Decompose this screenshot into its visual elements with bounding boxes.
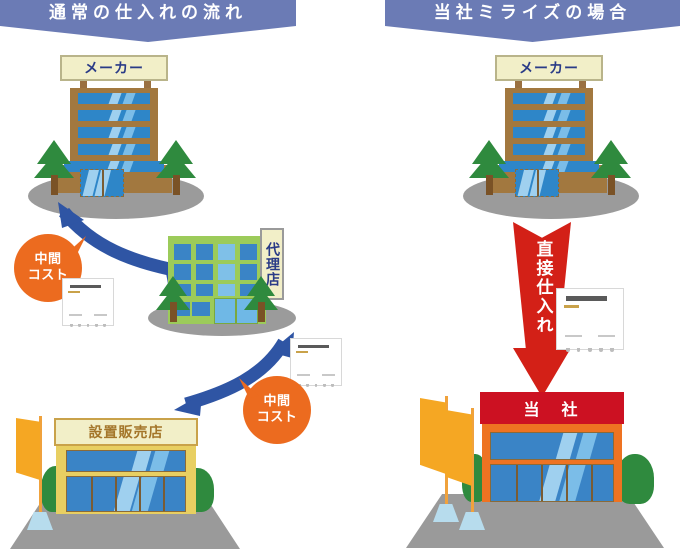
window [174, 244, 191, 260]
window [196, 264, 213, 280]
direct-arrow-label: 直接仕入れ [532, 240, 553, 335]
heater-pipes [566, 347, 614, 352]
bubble-tail-icon [66, 236, 86, 256]
window [218, 244, 235, 260]
cost-bubble-line2: コスト [256, 410, 298, 425]
heater-detail [297, 373, 310, 376]
window [196, 244, 213, 260]
maker-building-left: メーカー [20, 55, 210, 220]
maker-sign-label: メーカー [519, 61, 579, 77]
heater-detail [597, 334, 616, 337]
heater-pipes [298, 384, 334, 388]
sign-leg [80, 81, 87, 91]
window-band [64, 161, 164, 172]
heater-vent [70, 284, 101, 289]
window-band [513, 144, 585, 155]
window-low [192, 302, 210, 316]
cost-bubble-line1: 中間 [263, 394, 291, 409]
building-entrance [80, 169, 124, 197]
cost-bubble-2: 中間 コスト [239, 376, 311, 444]
agency-sign: 代理店 [260, 228, 284, 300]
shop-lower-window [66, 476, 186, 512]
own-company-shop: 当 社 [400, 382, 670, 549]
cost-bubble-line1: 中間 [34, 252, 62, 267]
window-band [78, 127, 150, 138]
tree-icon [156, 276, 190, 322]
flag-pole [471, 408, 474, 516]
banner-left-label: 通常の仕入れの流れ [49, 3, 247, 23]
retail-shop-left: 設置販売店 [10, 404, 240, 549]
maker-building-right: メーカー [455, 55, 645, 220]
shop-sign-right: 当 社 [480, 392, 624, 424]
maker-sign-right: メーカー [495, 55, 603, 81]
tree-icon [156, 140, 196, 195]
heater-logo [296, 350, 308, 354]
tree-icon [34, 140, 74, 195]
tree-icon [244, 276, 278, 322]
banner-flag-right-2 [446, 408, 485, 530]
banner-left-flow: 通常の仕入れの流れ [0, 0, 296, 42]
shop-sign-label: 当 社 [523, 400, 581, 419]
heater-logo [68, 290, 80, 294]
heater-detail [69, 313, 82, 316]
water-heater-left-1 [62, 278, 114, 328]
window-band [513, 110, 585, 121]
heater-pipes [70, 324, 106, 328]
window [218, 264, 235, 280]
heater-detail [322, 373, 335, 376]
heater-logo [563, 304, 580, 308]
bush-icon [616, 454, 654, 504]
flag-base [433, 504, 459, 522]
window-band [78, 93, 150, 104]
agency-sign-label: 代理店 [264, 241, 280, 287]
window-band [78, 144, 150, 155]
banner-right-label: 当社ミライズの場合 [433, 3, 632, 23]
direct-arrow-label-wrap: 直接仕入れ [513, 240, 571, 335]
sign-leg [579, 81, 586, 91]
shop-sign-left: 設置販売店 [54, 418, 198, 446]
flag-base [459, 512, 485, 530]
building-entrance [515, 169, 559, 197]
heater-detail [564, 334, 583, 337]
shop-sign-label: 設置販売店 [88, 425, 164, 441]
cost-bubble-line2: コスト [27, 268, 69, 283]
window-band [513, 127, 585, 138]
sign-leg [144, 81, 151, 91]
sign-leg [515, 81, 522, 91]
bubble-tail-icon [239, 378, 259, 398]
maker-sign-label: メーカー [84, 61, 144, 77]
heater-detail [94, 313, 107, 316]
flag-cloth [446, 410, 472, 486]
water-heater-left-2 [290, 338, 342, 388]
window [218, 284, 235, 296]
tree-icon [469, 140, 509, 195]
shop-upper-window [490, 432, 614, 460]
agency-building: 代理店 [148, 228, 296, 338]
flag-cloth [16, 418, 40, 480]
flag-base [27, 512, 53, 530]
heater-vent [298, 344, 329, 349]
banner-flag-left [16, 416, 53, 530]
curved-arrow-agency-to-shop [174, 332, 294, 416]
window-band [513, 93, 585, 104]
water-heater-right [556, 288, 624, 352]
direct-supply-arrow: 直接仕入れ [513, 222, 571, 397]
tree-icon [591, 140, 631, 195]
shop-lower-window [490, 464, 614, 502]
heater-vent [566, 296, 608, 301]
window [196, 284, 213, 296]
banner-right-flow: 当社ミライズの場合 [385, 0, 680, 42]
window-band [78, 110, 150, 121]
flag-cloth [420, 398, 446, 474]
shop-upper-window [66, 450, 186, 472]
window [240, 244, 257, 260]
window-band [499, 161, 599, 172]
flag-pole [39, 416, 42, 516]
maker-sign-left: メーカー [60, 55, 168, 81]
